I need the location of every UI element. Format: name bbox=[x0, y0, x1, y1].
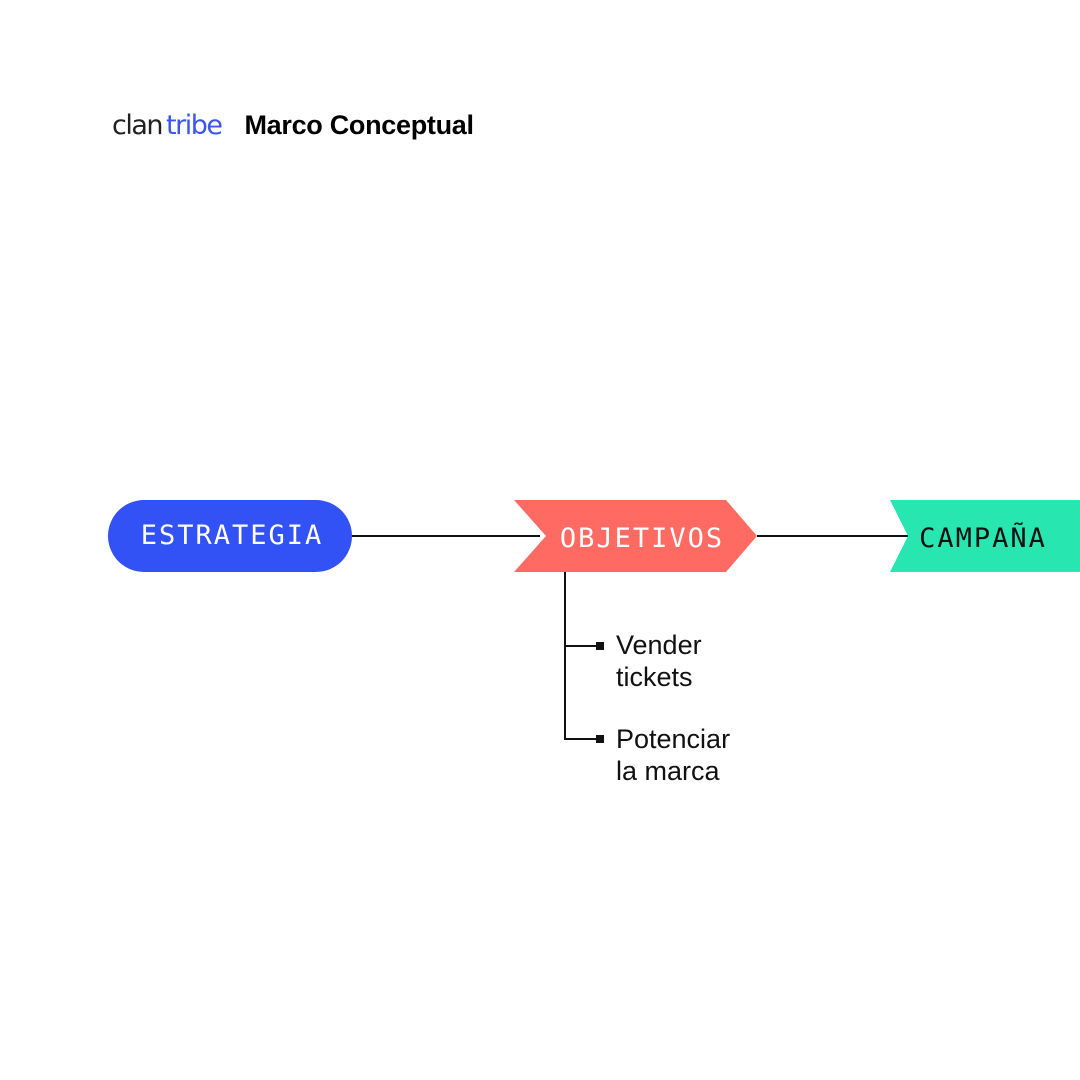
node-campana: CAMPAÑA bbox=[890, 500, 1080, 572]
logo-clan-text: clan bbox=[112, 109, 164, 141]
objetivos-items: Vender tickets Potenciar la marca bbox=[564, 572, 730, 786]
objetivos-label: OBJETIVOS bbox=[560, 523, 724, 554]
item-bullet bbox=[596, 642, 604, 650]
campana-ribbon bbox=[890, 500, 1080, 572]
estrategia-label: ESTRATEGIA bbox=[141, 520, 324, 551]
estrategia-pill bbox=[108, 500, 352, 572]
objetivo-item: Potenciar la marca bbox=[564, 724, 730, 786]
clantribe-logo: clan tribe bbox=[112, 109, 223, 141]
item-bullet bbox=[596, 735, 604, 743]
objetivos-arrow bbox=[514, 500, 757, 572]
campana-label: CAMPAÑA bbox=[919, 522, 1047, 554]
item-text-line1: Potenciar bbox=[616, 724, 730, 754]
header: clan tribe Marco Conceptual bbox=[112, 104, 474, 146]
item-text-line2: tickets bbox=[616, 662, 693, 692]
item-text-line1: Vender bbox=[616, 630, 702, 660]
node-objetivos: OBJETIVOS bbox=[514, 500, 757, 572]
item-text-line2: la marca bbox=[616, 756, 721, 786]
logo-tribe-text: tribe bbox=[166, 109, 223, 141]
objetivo-item: Vender tickets bbox=[564, 630, 702, 692]
page-title: Marco Conceptual bbox=[244, 109, 474, 140]
node-estrategia: ESTRATEGIA bbox=[108, 500, 352, 572]
